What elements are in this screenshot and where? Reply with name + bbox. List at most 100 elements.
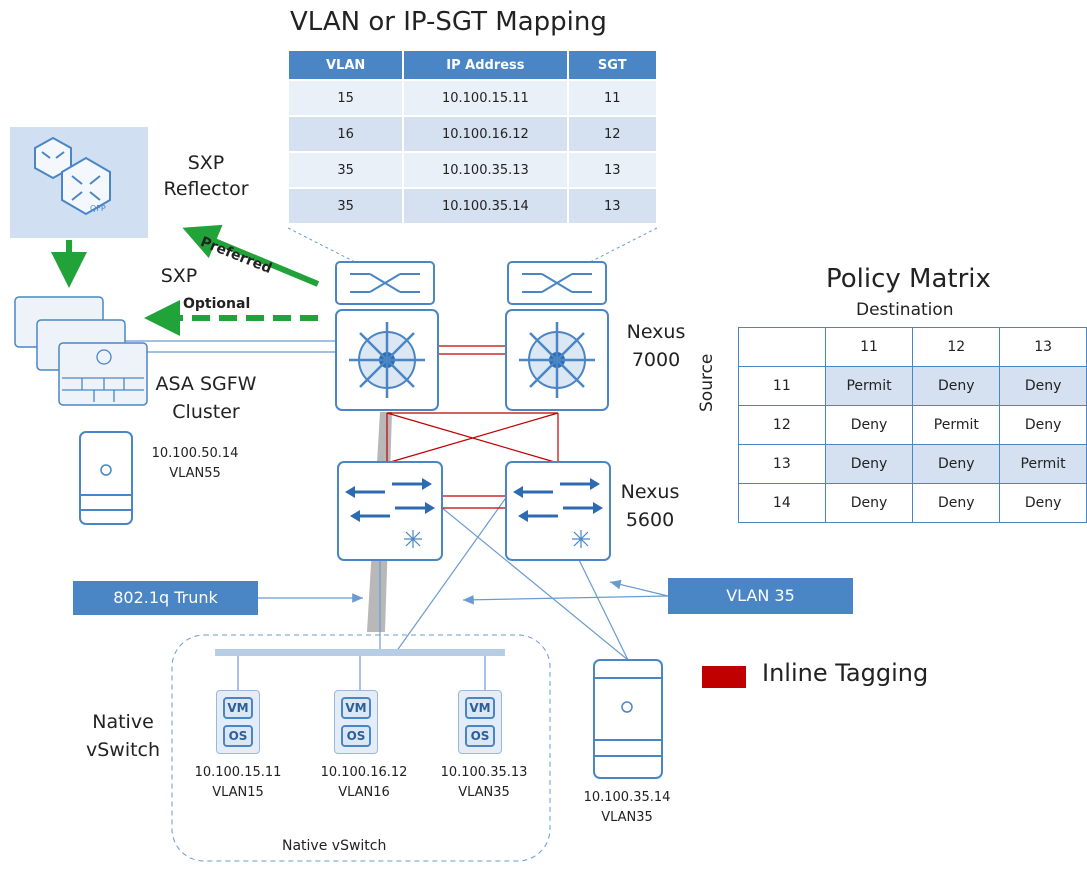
sxp-reflector-line1: SXP: [187, 152, 225, 174]
os-label: OS: [341, 725, 371, 747]
policy-matrix-table: 11 12 13 11 Permit Deny Deny 12 Deny Per…: [738, 327, 1087, 523]
mapping-cell: 10.100.15.11: [404, 81, 567, 115]
vm-address: 10.100.15.11 VLAN15: [183, 763, 293, 803]
vm-icon: VM OS: [458, 690, 502, 754]
os-label: OS: [465, 725, 495, 747]
mapping-row: 15 10.100.15.11 11: [289, 81, 656, 115]
vm-address: 10.100.35.13 VLAN35: [429, 763, 539, 803]
sxp-reflector-label: SXP Reflector: [150, 150, 262, 202]
server-vlan: VLAN35: [601, 810, 653, 825]
native-vswitch-boundary: [171, 634, 551, 862]
qfp-label: QFP: [90, 204, 106, 213]
policy-cell: Deny: [824, 405, 914, 445]
sxp-reflector-line2: Reflector: [163, 178, 249, 200]
policy-cell: Permit: [912, 405, 1001, 445]
policy-col-header: 11: [824, 327, 914, 367]
trunk-label-box: 802.1q Trunk: [73, 581, 258, 615]
native-vswitch-bottom-label: Native vSwitch: [282, 838, 387, 854]
policy-cell: Deny: [824, 444, 914, 484]
server-ip: 10.100.35.14: [583, 790, 671, 805]
server-icon: [593, 659, 663, 779]
mapping-col-header: SGT: [568, 51, 656, 79]
destination-label: Destination: [856, 300, 954, 320]
inline-tagging-links: [386, 345, 559, 509]
nexus7000-linecards: [335, 261, 607, 305]
asa-line1: ASA SGFW: [155, 373, 257, 395]
asa-cluster-label: ASA SGFW Cluster: [150, 370, 262, 426]
policy-header-row: 11 12 13: [738, 327, 1087, 367]
nexus5600-line2: 5600: [625, 509, 675, 531]
os-label: OS: [223, 725, 253, 747]
vswitch-bar: [215, 649, 505, 656]
policy-cell: Deny: [999, 405, 1087, 445]
policy-corner-cell: [738, 327, 826, 367]
policy-row: 14 Deny Deny Deny: [738, 483, 1087, 523]
vm-icon: VM OS: [216, 690, 260, 754]
source-label: Source: [697, 353, 717, 412]
policy-src-cell: 13: [738, 444, 826, 484]
vm-ip: 10.100.35.13: [440, 765, 528, 780]
vm-vlan: VLAN16: [338, 785, 390, 800]
mapping-cell: 10.100.16.12: [404, 117, 567, 151]
policy-cell: Permit: [824, 366, 914, 406]
policy-cell: Deny: [912, 366, 1001, 406]
asa-server-vlan: VLAN55: [169, 466, 221, 481]
policy-cell: Deny: [912, 444, 1001, 484]
vm-label: VM: [223, 697, 253, 719]
policy-src-cell: 12: [738, 405, 826, 445]
sxp-arrows: [51, 224, 320, 336]
mapping-cell: 13: [568, 189, 656, 223]
vm-ip: 10.100.16.12: [320, 765, 408, 780]
vm-vlan: VLAN35: [458, 785, 510, 800]
policy-cell: Permit: [999, 444, 1087, 484]
nexus7000-line2: 7000: [631, 349, 681, 371]
policy-row: 13 Deny Deny Permit: [738, 444, 1087, 484]
vm-label: VM: [465, 697, 495, 719]
mapping-table: VLAN IP Address SGT 15 10.100.15.11 11 1…: [287, 49, 658, 225]
asa-server-address: 10.100.50.14 VLAN55: [140, 444, 250, 484]
nexus7000-label: Nexus 7000: [618, 318, 694, 374]
policy-src-cell: 11: [738, 366, 826, 406]
asa-server-icon: [79, 431, 133, 525]
mapping-cell: 16: [289, 117, 403, 151]
nexus7000-line1: Nexus: [626, 321, 686, 343]
vm-ip: 10.100.15.11: [194, 765, 282, 780]
mapping-cell: 35: [289, 153, 403, 187]
policy-row: 12 Deny Permit Deny: [738, 405, 1087, 445]
mapping-col-header: VLAN: [289, 51, 403, 79]
vm-vlan: VLAN15: [212, 785, 264, 800]
policy-cell: Deny: [999, 366, 1087, 406]
vm-address: 10.100.16.12 VLAN16: [309, 763, 419, 803]
mapping-cell: 10.100.35.13: [404, 153, 567, 187]
policy-row: 11 Permit Deny Deny: [738, 366, 1087, 406]
vm-label: VM: [341, 697, 371, 719]
nexus5600-line1: Nexus: [620, 481, 680, 503]
inline-tagging-swatch: [702, 666, 746, 688]
mapping-cell: 35: [289, 189, 403, 223]
policy-src-cell: 14: [738, 483, 826, 523]
optional-label: Optional: [183, 296, 251, 312]
nexus7000-chassis: [335, 309, 609, 411]
policy-col-header: 12: [912, 327, 1001, 367]
callout-line-right: [589, 227, 658, 263]
mapping-cell: 15: [289, 81, 403, 115]
mapping-row: 16 10.100.16.12 12: [289, 117, 656, 151]
mapping-title: VLAN or IP-SGT Mapping: [290, 7, 607, 37]
vlan35-label-box: VLAN 35: [668, 578, 853, 614]
mapping-row: 35 10.100.35.14 13: [289, 189, 656, 223]
policy-title: Policy Matrix: [826, 264, 991, 294]
policy-cell: Deny: [999, 483, 1087, 523]
asa-line2: Cluster: [172, 401, 240, 423]
mapping-cell: 13: [568, 153, 656, 187]
policy-cell: Deny: [912, 483, 1001, 523]
mapping-cell: 11: [568, 81, 656, 115]
asa-firewall-icons: [14, 296, 148, 406]
callout-line-left: [287, 227, 356, 263]
native-vswitch-line2: vSwitch: [85, 739, 161, 761]
native-vswitch-line1: Native: [92, 711, 154, 733]
asa-server-ip: 10.100.50.14: [151, 446, 239, 461]
inline-tagging-label: Inline Tagging: [762, 659, 929, 687]
policy-col-header: 13: [999, 327, 1087, 367]
native-vswitch-side-label: Native vSwitch: [78, 708, 168, 764]
